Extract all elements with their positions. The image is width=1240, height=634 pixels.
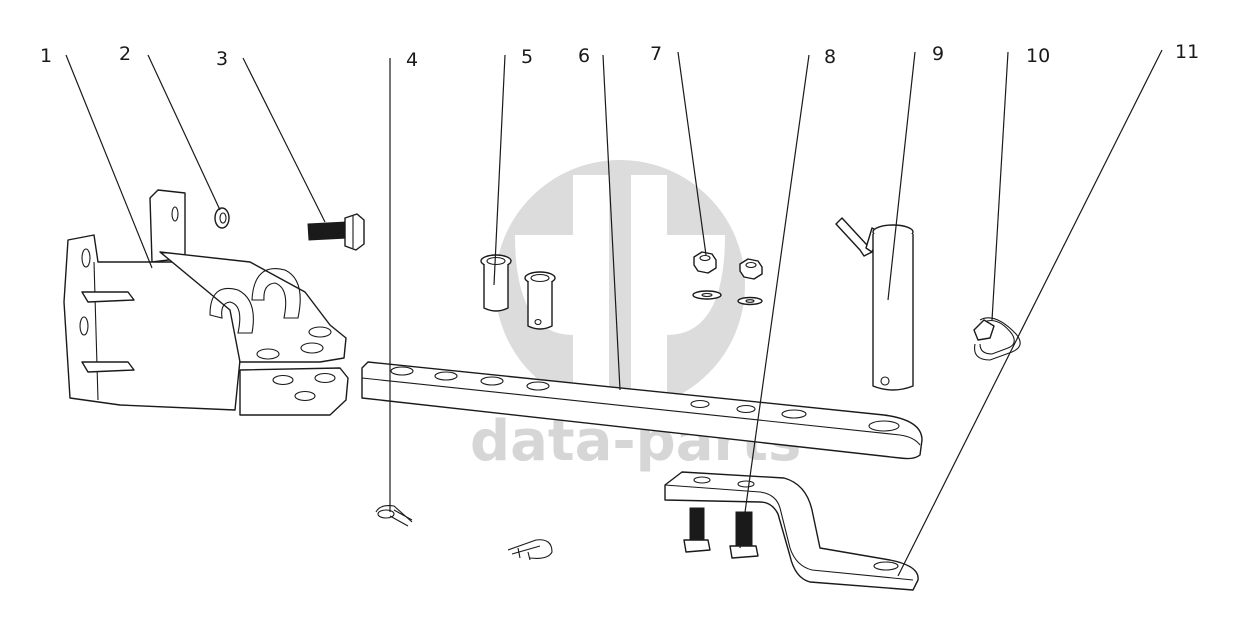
callout-number-5: 5 [521,46,533,68]
callout-number-2: 2 [119,43,131,65]
part-hitch-pin [835,217,914,391]
leader-line-7 [677,51,707,256]
part-linch-pin [375,505,413,527]
callout-number-8: 8 [824,46,836,68]
callout-numbers: 1 2 3 4 5 6 7 8 9 10 11 [40,41,1199,71]
leader-line-10 [991,51,1009,321]
callout-number-3: 3 [216,48,228,70]
leader-line-2 [147,54,221,211]
leader-line-3 [242,57,326,223]
part-lynch-clip [973,317,1021,361]
part-bolt [307,213,365,251]
leader-line-11 [897,49,1163,577]
leader-line-1 [65,54,153,269]
part-clip-pin [507,539,553,561]
callout-number-7: 7 [650,43,662,65]
callout-number-9: 9 [932,43,944,65]
callout-number-1: 1 [40,45,52,67]
part-bushing [480,254,556,330]
part-hitch-bracket [63,189,349,416]
leader-line-8 [739,54,810,549]
callout-number-6: 6 [578,45,590,67]
leader-line-9 [887,51,916,301]
leader-line-6 [602,54,621,391]
callout-number-11: 11 [1175,41,1199,63]
callout-number-10: 10 [1026,45,1050,67]
callout-number-4: 4 [406,49,418,71]
part-nut-and-washer [692,251,763,306]
part-washer [214,207,230,229]
leader-lines [65,49,1163,577]
part-offset-drawbar [664,471,919,591]
part-drawbar-plate [361,361,923,460]
leader-line-5 [493,54,506,286]
